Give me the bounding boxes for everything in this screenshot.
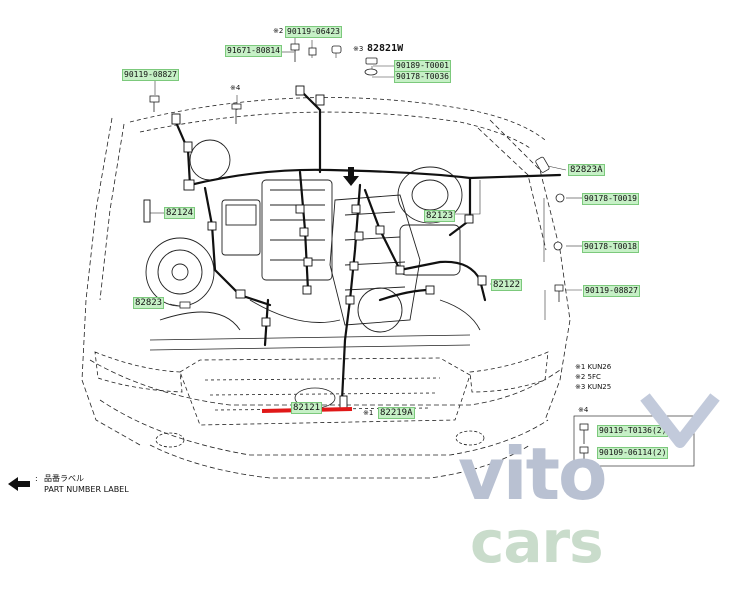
highlight-arrow (343, 167, 359, 186)
note-5fc: ※2 5FC (575, 373, 601, 381)
part-label-90178-T0018: 90178-T0018 (582, 241, 639, 253)
intake-manifold (261, 179, 333, 281)
hood-inner (139, 111, 531, 149)
parts-box (573, 415, 695, 467)
part-label-82121: 82121 (291, 402, 323, 414)
part-label-90119-08827-left: 90119-08827 (122, 69, 179, 81)
watermark-vito: vito (458, 432, 607, 516)
legend-en-label: PART NUMBER LABEL (44, 485, 129, 494)
legend-jp-label: 品番ラベル (44, 474, 84, 483)
legend-arrow-shape (8, 477, 30, 491)
grille (179, 357, 471, 426)
battery (221, 199, 261, 256)
cooling-fan (357, 287, 403, 333)
left-headlight (94, 351, 183, 393)
left-fender (81, 117, 141, 446)
mark-2: ※2 (273, 27, 284, 35)
part-label-82821W: 82821W (367, 43, 404, 54)
air-filter (145, 237, 215, 307)
part-label-90178-T0019: 90178-T0019 (582, 193, 639, 205)
box-part-90109-06114: 90109-06114(2) (597, 447, 669, 459)
engine-block (329, 194, 421, 326)
part-label-90178-T0036: 90178-T0036 (394, 71, 451, 83)
hood-outline (129, 97, 546, 141)
main-harness (188, 168, 562, 187)
part-label-82122: 82122 (491, 279, 523, 291)
mark-4: ※4 (230, 84, 241, 92)
part-label-82823: 82823 (133, 297, 165, 309)
legend-colon: : (35, 474, 38, 483)
part-label-82219A: 82219A (378, 407, 415, 419)
note-kun26: ※1 KUN26 (575, 363, 612, 371)
right-headlight (469, 351, 549, 393)
box-mark-4: ※4 (578, 406, 589, 414)
part-label-82124: 82124 (164, 207, 196, 219)
part-label-82823A: 82823A (568, 164, 605, 176)
part-label-91671-80814: 91671-80814 (225, 45, 282, 57)
part-label-90119-06423: 90119-06423 (285, 26, 342, 38)
front-bumper (89, 359, 561, 406)
watermark-cars: cars (470, 508, 604, 576)
part-label-90119-08827-right: 90119-08827 (583, 285, 640, 297)
mark-1: ※1 (363, 409, 374, 417)
right-fender (489, 119, 571, 421)
note-kun25: ※3 KUN25 (575, 383, 612, 391)
watermark-chevron-icon (640, 393, 720, 448)
part-label-82123: 82123 (424, 210, 456, 222)
mark-3: ※3 (353, 45, 364, 53)
